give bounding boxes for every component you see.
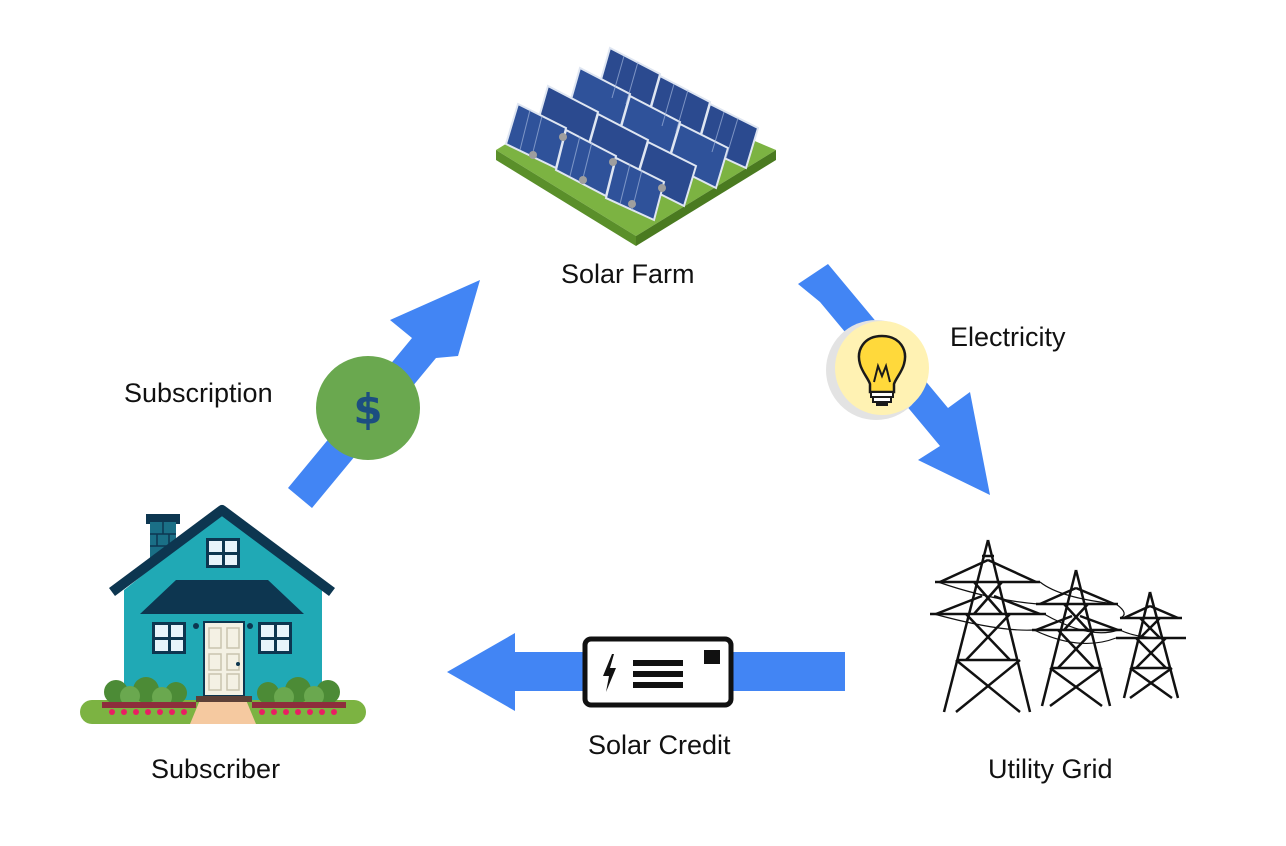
solar-credit-label: Solar Credit <box>588 730 731 760</box>
power-lines <box>933 581 1183 645</box>
solar-farm-label: Solar Farm <box>561 259 695 289</box>
power-towers-icon <box>930 539 1186 713</box>
dollar-coin-icon: $ <box>316 356 420 460</box>
utility-grid-label: Utility Grid <box>988 754 1113 784</box>
solar-panels-icon <box>496 46 776 246</box>
house-icon <box>80 505 366 724</box>
tower-3 <box>1116 591 1186 700</box>
credit-card-icon <box>582 636 734 708</box>
subscriber-label: Subscriber <box>151 754 281 784</box>
lightbulb-icon <box>826 320 929 420</box>
electricity-label: Electricity <box>950 322 1066 352</box>
tower-1 <box>930 539 1046 713</box>
subscription-label: Subscription <box>124 378 273 408</box>
tower-2 <box>1032 569 1122 708</box>
dollar-symbol: $ <box>353 385 382 434</box>
